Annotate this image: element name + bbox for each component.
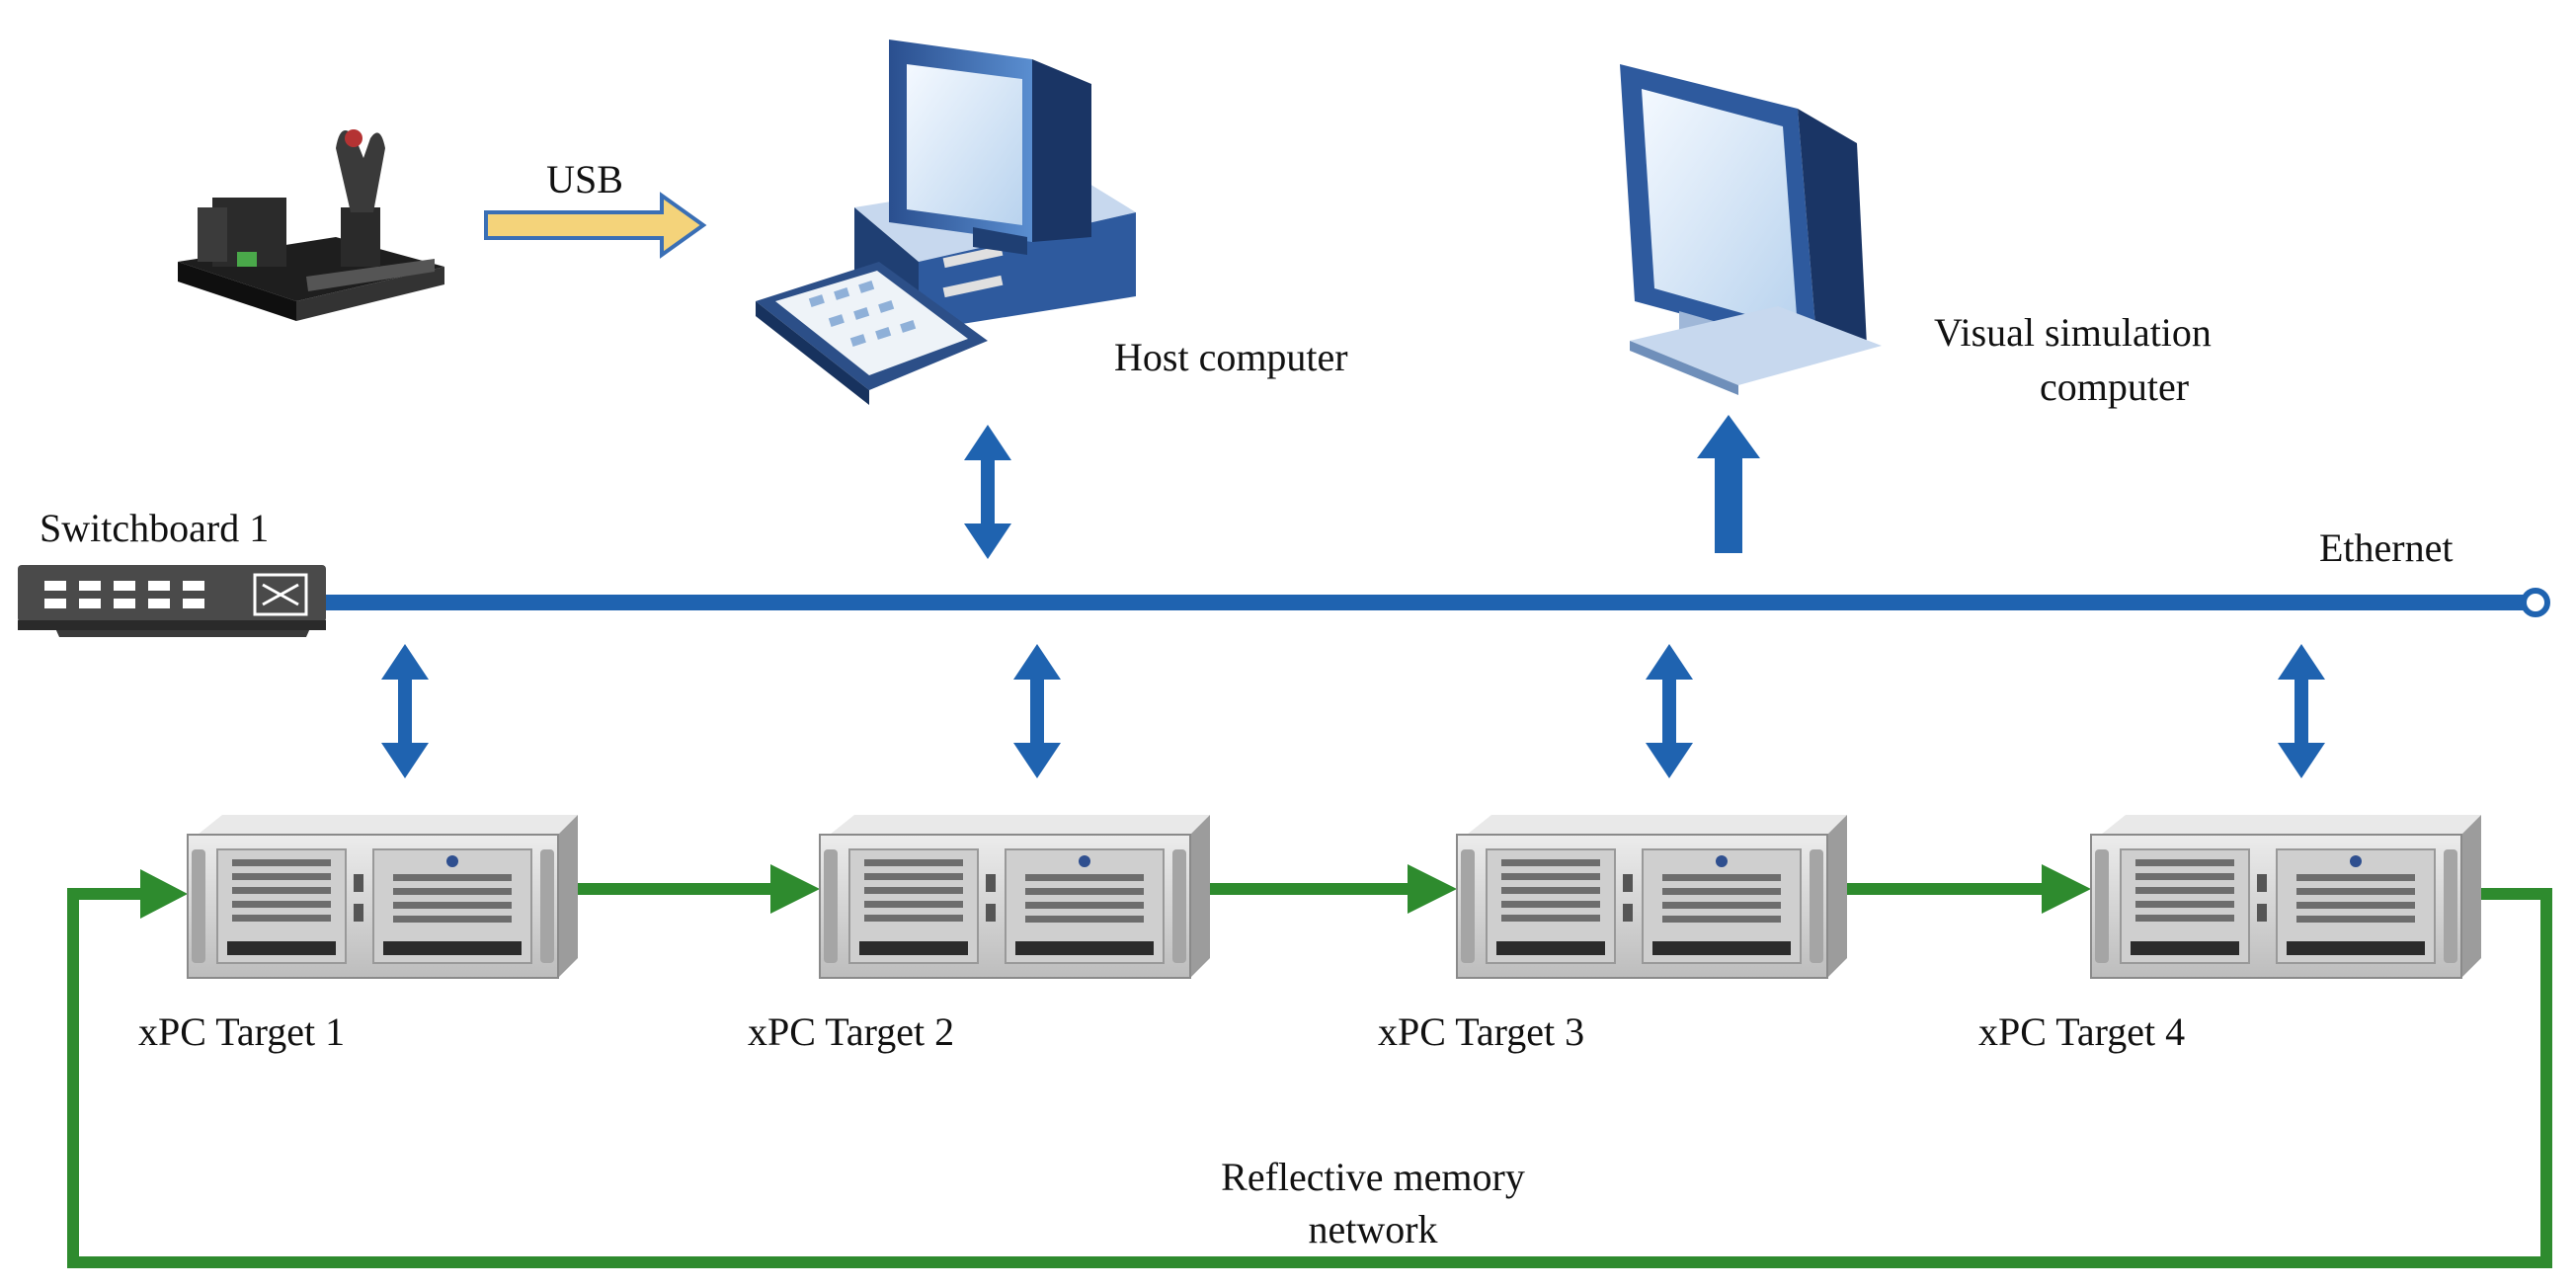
target3-ethernet-arrow: [1646, 644, 1693, 778]
xpc-target-2-label: xPC Target 2: [748, 1009, 954, 1054]
target2-ethernet-arrow: [1013, 644, 1061, 778]
ring-arrowhead-to-target4: [2042, 864, 2091, 914]
host-ethernet-arrow: [964, 425, 1011, 559]
switchboard-icon: [18, 565, 326, 637]
visual-simulation-monitor-icon: [1620, 64, 1882, 395]
target1-ethernet-arrow: [381, 644, 429, 778]
ethernet-bus: [326, 588, 2550, 617]
xpc-target-3-label: xPC Target 3: [1378, 1009, 1584, 1054]
joystick-icon: [178, 129, 444, 321]
host-computer-icon: [756, 40, 1136, 405]
xpc-target-1-label: xPC Target 1: [138, 1009, 345, 1054]
xpc-target-3-server-icon: [1456, 815, 1847, 979]
visual-simulation-label-line2: computer: [2040, 364, 2189, 409]
reflective-memory-label-line2: network: [1308, 1207, 1437, 1251]
ring-arrowhead-to-target1: [140, 869, 188, 919]
visual-ethernet-arrow: [1697, 415, 1760, 553]
xpc-target-4-server-icon: [2090, 815, 2481, 979]
usb-label: USB: [546, 157, 623, 201]
switchboard-label: Switchboard 1: [40, 506, 269, 550]
ethernet-label: Ethernet: [2319, 525, 2454, 570]
usb-arrow: [484, 192, 707, 259]
xpc-target-1-server-icon: [187, 815, 578, 979]
host-computer-label: Host computer: [1114, 335, 1348, 379]
visual-simulation-label-line1: Visual simulation: [1934, 310, 2212, 355]
xpc-target-2-server-icon: [819, 815, 1210, 979]
ring-arrowhead-to-target3: [1408, 864, 1457, 914]
target4-ethernet-arrow: [2278, 644, 2325, 778]
xpc-target-4-label: xPC Target 4: [1978, 1009, 2185, 1054]
reflective-memory-label-line1: Reflective memory: [1221, 1155, 1525, 1199]
ring-arrowhead-to-target2: [770, 864, 820, 914]
reflective-memory-ring: [67, 883, 2552, 1268]
